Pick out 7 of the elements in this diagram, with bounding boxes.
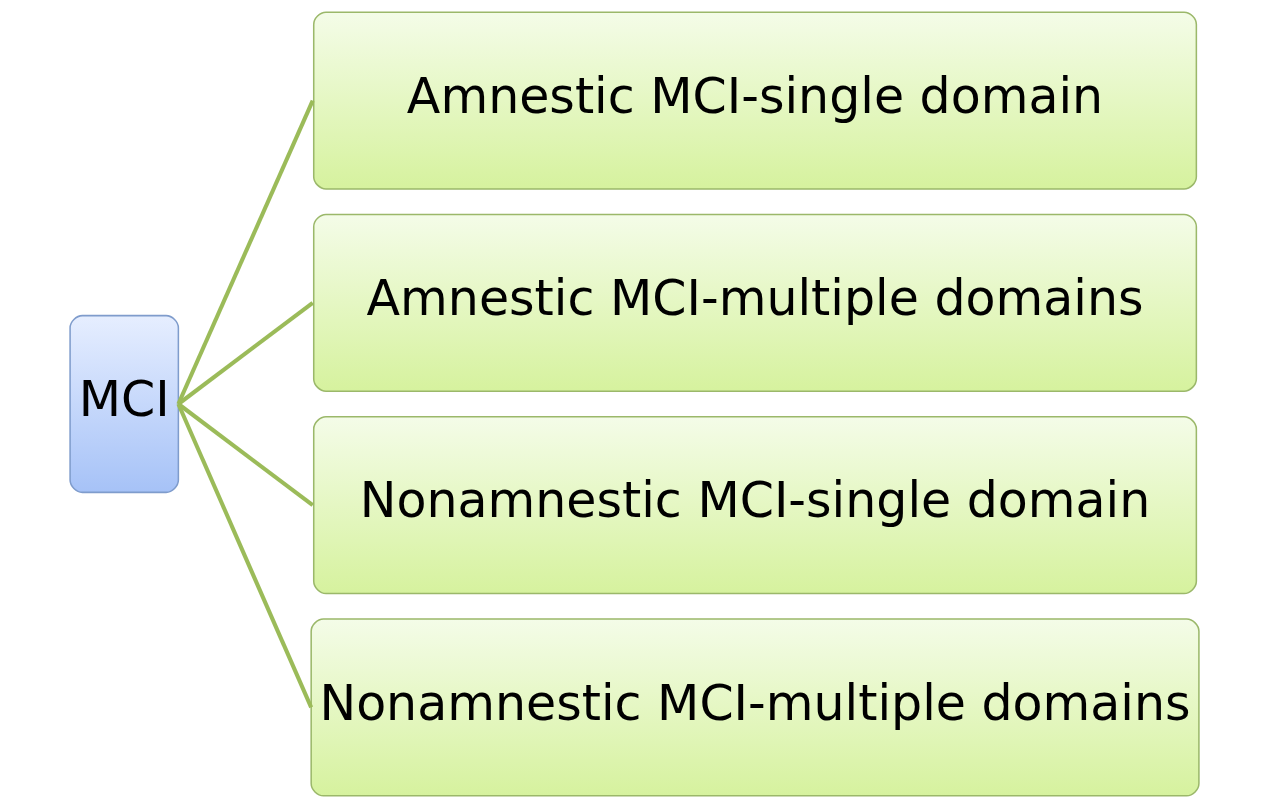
node-box: Amnestic MCI-single domain: [312, 11, 1197, 190]
connector: [176, 99, 315, 405]
node-box: Nonamnestic MCI-single domain: [312, 416, 1197, 595]
connector: [176, 403, 313, 709]
node-box: MCI: [68, 314, 179, 494]
node-box: Nonamnestic MCI-multiple domains: [309, 618, 1200, 797]
node-box: Amnestic MCI-multiple domains: [312, 213, 1197, 392]
